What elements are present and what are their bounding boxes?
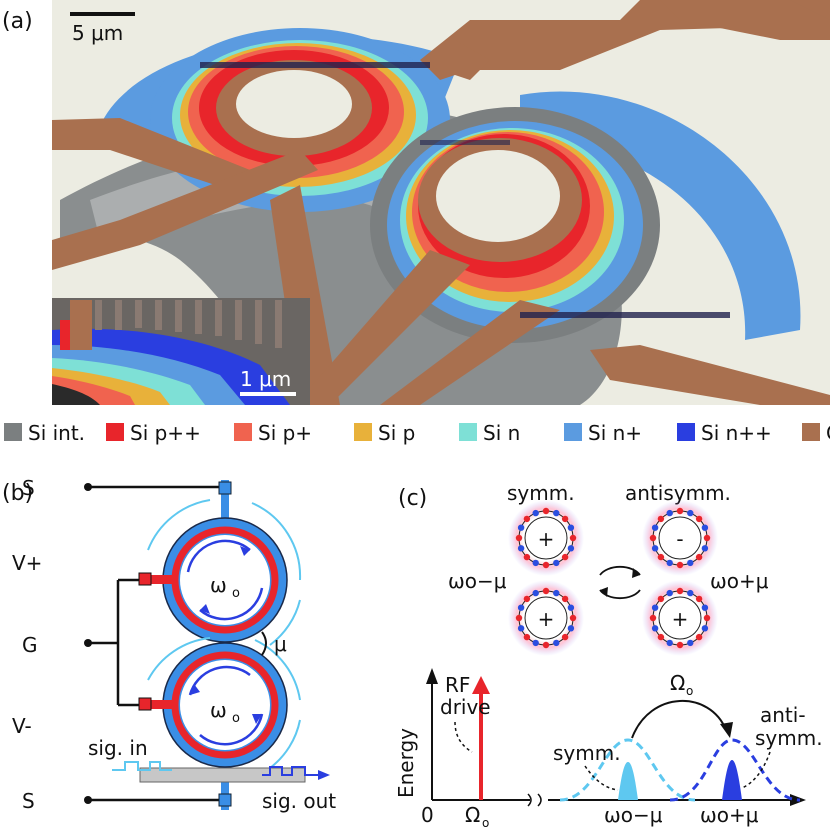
- inset-image: 1 μm: [52, 298, 310, 405]
- panel-b: (b) S V+ G V- S: [2, 476, 336, 813]
- terminal-vplus: V+: [12, 551, 42, 575]
- omega-big-sub: o: [686, 684, 693, 698]
- sig-in-label: sig. in: [88, 736, 148, 760]
- peak-symm-fill: [618, 762, 638, 800]
- panel-c-label: (c): [398, 486, 427, 511]
- axis-zero: 0: [421, 803, 434, 827]
- mode-sign-3: +: [672, 607, 689, 631]
- terminal-dots: [84, 483, 92, 804]
- terminal-s-bottom: S: [22, 789, 35, 813]
- legend-label-6: Si n++: [701, 421, 772, 445]
- legend-label-4: Si n: [483, 421, 520, 445]
- legend-label-1: Si p++: [130, 421, 201, 445]
- legend-label-7: Cu: [826, 421, 830, 445]
- panel-a: 1 μm 5 μm: [52, 0, 830, 405]
- right-mode-freq: ωo+μ: [710, 569, 769, 593]
- mode-profiles: + + - +: [508, 500, 718, 656]
- peak-anti-envelope: [669, 738, 801, 802]
- legend-label-3: Si p: [378, 421, 415, 445]
- mode-ring-2: -: [642, 500, 718, 576]
- main-scale-bar: [70, 12, 135, 16]
- rf-tick-sub: o: [482, 816, 489, 827]
- legend-swatch-4: [459, 423, 477, 441]
- omega-transition-arrow: [631, 699, 727, 739]
- mode-ring-3: +: [642, 580, 718, 656]
- sig-out-label: sig. out: [262, 789, 336, 813]
- legend-swatch-3: [354, 423, 372, 441]
- mode-sign-0: +: [538, 527, 555, 551]
- contact-combs: [200, 62, 730, 318]
- legend-swatch-0: [4, 423, 22, 441]
- energy-plot: Energy 0 RF drive Ω o Ω o symm. anti- sy…: [394, 668, 823, 830]
- mode-ring-1: +: [508, 580, 584, 656]
- peak-symm-label: symm.: [553, 741, 621, 765]
- peak-anti-label-2: symm.: [755, 726, 823, 750]
- ring-top-omega-sub: o: [232, 586, 240, 601]
- coupling-mu: μ: [274, 632, 287, 656]
- legend-swatch-1: [106, 423, 124, 441]
- legend-swatch-2: [234, 423, 252, 441]
- ring-top-omega: ω: [210, 573, 227, 597]
- tick-hi: ωo+μ: [700, 803, 759, 827]
- terminal-vminus: V-: [12, 714, 32, 738]
- legend-label-2: Si p+: [258, 421, 312, 445]
- inset-scale-label: 1 μm: [240, 367, 291, 391]
- circuit-wires: [88, 485, 225, 802]
- peak-symm-envelope: [559, 738, 696, 802]
- left-mode-freq: ωo−μ: [448, 569, 507, 593]
- panel-c: (c) symm. antisymm. ωo−μ ωo+μ ++-+ Energ…: [394, 481, 823, 830]
- main-scale-label: 5 μm: [72, 21, 123, 45]
- legend-swatch-5: [564, 423, 582, 441]
- legend-swatch-7: [802, 423, 820, 441]
- rf-tick: Ω: [465, 803, 480, 827]
- ring-bottom: ω o: [138, 637, 301, 769]
- mode-sign-2: -: [676, 527, 683, 551]
- terminal-g: G: [22, 633, 38, 657]
- panel-b-label: (b): [2, 481, 33, 506]
- peak-anti-fill: [722, 760, 742, 800]
- ring-top: ω o: [138, 499, 302, 646]
- ring-bottom-omega-sub: o: [232, 711, 240, 726]
- copper-leads: [52, 0, 830, 405]
- omega-big: Ω: [670, 671, 685, 695]
- ring-bottom-omega: ω: [210, 698, 227, 722]
- legend-label-0: Si int.: [28, 421, 85, 445]
- signal-in-wave: [112, 761, 172, 771]
- mode-sign-1: +: [538, 607, 555, 631]
- peak-anti-label-1: anti-: [760, 703, 806, 727]
- legend-swatch-6: [677, 423, 695, 441]
- mode-ring-0: +: [508, 500, 584, 576]
- terminal-s-top: S: [22, 476, 35, 500]
- material-legend: Si int. Si p++ Si p+ Si p Si n Si n+ Si n++ Cu: [4, 421, 830, 445]
- coupling-arrow: [261, 631, 267, 656]
- legend-label-5: Si n+: [588, 421, 642, 445]
- tick-lo: ωo−μ: [604, 803, 663, 827]
- signal-out-wave: [262, 766, 318, 776]
- rf-label: RF: [445, 673, 470, 697]
- drive-label: drive: [440, 695, 491, 719]
- energy-axis-label: Energy: [394, 728, 418, 798]
- panel-a-label: (a): [2, 9, 33, 34]
